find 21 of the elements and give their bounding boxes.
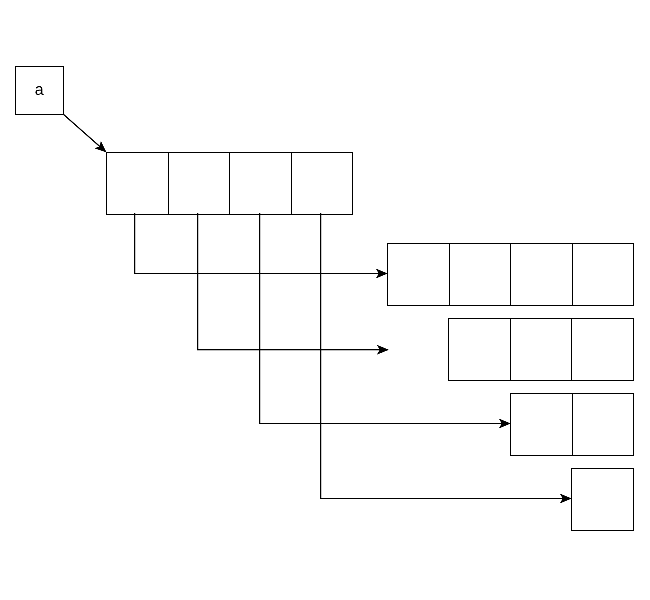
arrow [134, 214, 388, 279]
array-cell [571, 318, 634, 380]
arrow [259, 214, 511, 429]
array-cell [387, 243, 450, 306]
array-cell [448, 243, 511, 306]
array-cell [106, 152, 168, 214]
array-cell [290, 152, 353, 214]
arrow [320, 214, 572, 504]
variable-box [15, 66, 64, 115]
variable-label: a [35, 80, 44, 100]
array-cell [510, 318, 572, 380]
array-cell [572, 243, 634, 306]
array-cell [572, 393, 634, 456]
array-cell [571, 468, 634, 530]
array-cell [229, 152, 292, 214]
array-cell [448, 318, 510, 380]
array-cell [510, 243, 572, 306]
arrow [197, 214, 389, 355]
arrow [62, 114, 107, 153]
array-cell [510, 393, 572, 456]
array-cell [168, 152, 230, 214]
